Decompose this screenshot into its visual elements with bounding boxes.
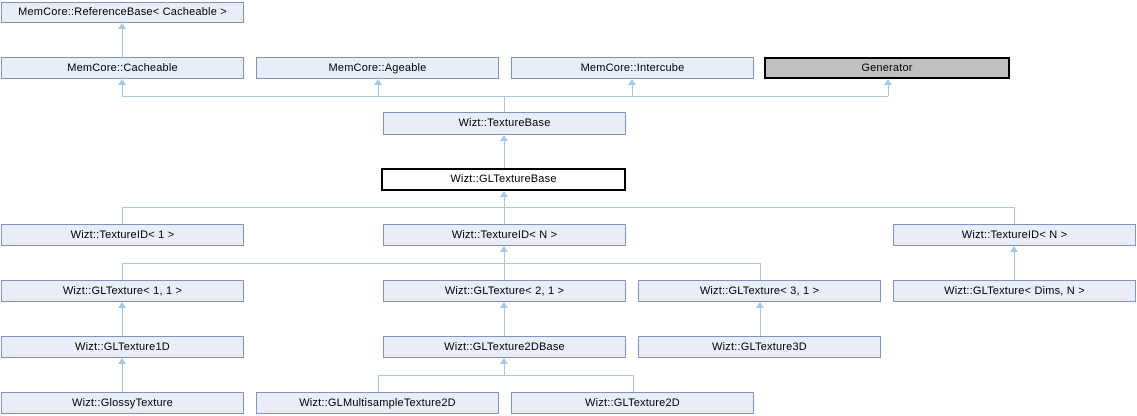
inheritance-arrowhead-icon: [118, 23, 126, 29]
inheritance-edge-line: [632, 85, 633, 96]
inheritance-edge-line: [378, 85, 379, 96]
inheritance-arrowhead-icon: [500, 302, 508, 308]
inheritance-edge-line: [122, 263, 760, 264]
class-node-wizt-glossytexture[interactable]: Wizt::GlossyTexture: [1, 392, 244, 414]
inheritance-edge-line: [760, 263, 761, 280]
inheritance-arrowhead-icon: [756, 302, 764, 308]
class-node-wizt-gltexture1d[interactable]: Wizt::GLTexture1D: [1, 336, 244, 358]
inheritance-edge-line: [122, 263, 123, 280]
inheritance-edge-line: [760, 308, 761, 336]
inheritance-edge-line: [122, 29, 123, 57]
class-node-memcore-intercube[interactable]: MemCore::Intercube: [511, 57, 754, 79]
inheritance-arrowhead-icon: [118, 358, 126, 364]
class-node-wizt-gltexture-1-1[interactable]: Wizt::GLTexture< 1, 1 >: [1, 280, 244, 302]
class-node-memcore-ageable[interactable]: MemCore::Ageable: [256, 57, 499, 79]
inheritance-edge-line: [504, 141, 505, 168]
inheritance-edge-line: [504, 364, 505, 375]
inheritance-arrowhead-icon: [500, 135, 508, 141]
class-node-wizt-gltexture-2-1[interactable]: Wizt::GLTexture< 2, 1 >: [383, 280, 626, 302]
inheritance-edge-line: [378, 375, 633, 376]
inheritance-edge-line: [122, 364, 123, 392]
inheritance-arrowhead-icon: [628, 79, 636, 85]
class-node-wizt-textureid-n-right[interactable]: Wizt::TextureID< N >: [893, 224, 1136, 246]
inheritance-edge-line: [122, 96, 888, 97]
inheritance-edge-line: [122, 308, 123, 336]
class-node-wizt-gltexturebase: Wizt::GLTextureBase: [381, 168, 626, 191]
inheritance-arrowhead-icon: [1010, 246, 1018, 252]
inheritance-edge-line: [504, 252, 505, 280]
class-node-wizt-gltexture-dims-n[interactable]: Wizt::GLTexture< Dims, N >: [893, 280, 1136, 302]
class-node-wizt-texturebase[interactable]: Wizt::TextureBase: [383, 112, 626, 135]
inheritance-edge-line: [504, 96, 505, 112]
inheritance-edge-line: [122, 207, 123, 224]
inheritance-edge-line: [378, 375, 379, 392]
class-node-wizt-textureid-n-mid[interactable]: Wizt::TextureID< N >: [383, 224, 626, 246]
inheritance-edge-line: [122, 85, 123, 96]
inheritance-arrowhead-icon: [118, 302, 126, 308]
class-node-generator: Generator: [764, 57, 1010, 79]
inheritance-arrowhead-icon: [884, 79, 892, 85]
inheritance-arrowhead-icon: [500, 246, 508, 252]
class-node-wizt-gltexture2d[interactable]: Wizt::GLTexture2D: [511, 392, 754, 414]
inheritance-arrowhead-icon: [500, 191, 508, 197]
inheritance-arrowhead-icon: [374, 79, 382, 85]
class-node-memcore-cacheable[interactable]: MemCore::Cacheable: [1, 57, 244, 79]
inheritance-edge-line: [504, 308, 505, 336]
inheritance-edge-line: [122, 207, 1014, 208]
class-node-wizt-textureid-1[interactable]: Wizt::TextureID< 1 >: [1, 224, 244, 246]
class-node-wizt-glmultisampletexture2d[interactable]: Wizt::GLMultisampleTexture2D: [256, 392, 499, 414]
class-node-wizt-gltexture3d[interactable]: Wizt::GLTexture3D: [638, 336, 881, 358]
class-node-wizt-gltexture-3-1[interactable]: Wizt::GLTexture< 3, 1 >: [638, 280, 881, 302]
class-node-wizt-gltexture2dbase[interactable]: Wizt::GLTexture2DBase: [383, 336, 626, 358]
inheritance-edge-line: [1014, 252, 1015, 280]
inheritance-arrowhead-icon: [500, 358, 508, 364]
inheritance-edge-line: [888, 85, 889, 96]
class-node-memcore-referencebase-cacheable[interactable]: MemCore::ReferenceBase< Cacheable >: [1, 2, 244, 23]
inheritance-edge-line: [504, 197, 505, 224]
inheritance-edge-line: [633, 375, 634, 392]
inheritance-arrowhead-icon: [118, 79, 126, 85]
inheritance-edge-line: [1014, 207, 1015, 224]
